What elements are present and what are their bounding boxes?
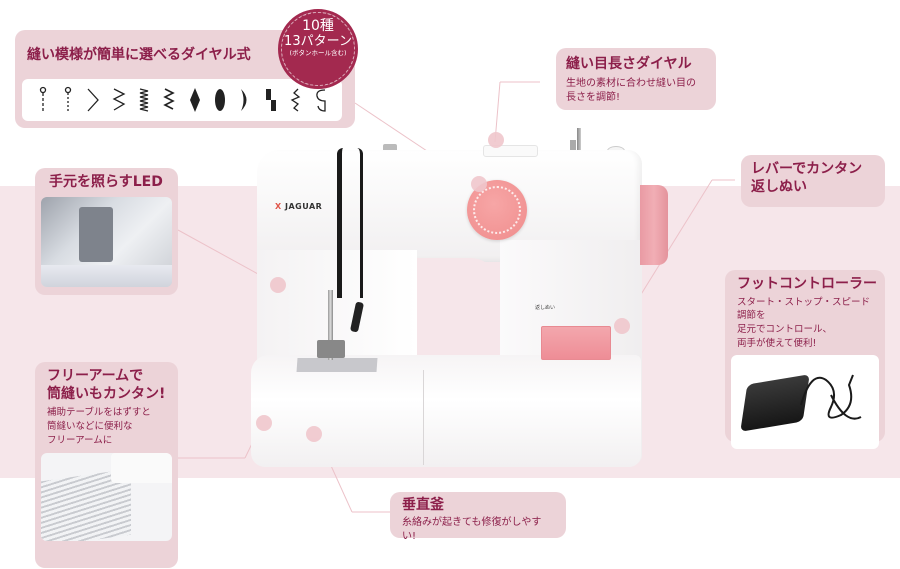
pattern-count-badge: 10種 13パターン (ボタンホール含む) bbox=[278, 9, 358, 89]
foot-controller-photo bbox=[731, 354, 879, 449]
buttonhole-1-icon bbox=[39, 86, 46, 112]
callout-desc: 長さを調節! bbox=[566, 92, 621, 103]
marker-dot-hook bbox=[306, 426, 322, 442]
reverse-lever bbox=[541, 326, 611, 360]
stitch-length-dial bbox=[483, 145, 538, 157]
callout-title: 垂直釜 bbox=[402, 497, 444, 513]
marker-dot-length bbox=[488, 132, 504, 148]
take-up-lever bbox=[337, 148, 363, 298]
callout-vertical-hook: 垂直釜 糸絡みが起きても修復がしやすい! bbox=[390, 492, 566, 542]
bobbin-winder bbox=[570, 140, 576, 154]
callout-title: 縫い模様が簡単に選べるダイヤル式 bbox=[27, 47, 251, 63]
free-arm-photo bbox=[41, 453, 172, 542]
callout-title: 返しぬい bbox=[751, 178, 807, 195]
satin-step-icon bbox=[265, 89, 276, 111]
callout-desc: フリーアームに bbox=[47, 434, 113, 446]
callout-desc: 筒縫いなどに便利な bbox=[47, 420, 133, 432]
callout-title: レバーでカンタン bbox=[751, 161, 863, 177]
spool-pin bbox=[577, 128, 581, 154]
brand-logo: X JAGUAR bbox=[275, 202, 323, 211]
sewing-machine-image: X JAGUAR 返しぬい bbox=[245, 128, 668, 475]
needle-bar bbox=[328, 290, 333, 360]
callout-free-arm: フリーアームで 筒縫いもカンタン! 補助テーブルをはずすと 筒縫いなどに便利な … bbox=[35, 362, 178, 568]
satin-oval-icon bbox=[214, 89, 225, 111]
handwheel bbox=[640, 185, 668, 265]
callout-desc: 生地の素材に合わせ縫い目の bbox=[566, 77, 696, 89]
reverse-label: 返しぬい bbox=[535, 305, 556, 311]
led-photo bbox=[41, 196, 172, 287]
zigzag-wide-icon bbox=[87, 88, 100, 112]
triple-zigzag-icon bbox=[163, 88, 176, 110]
callout-desc: 糸絡みが起きても修復がしやすい! bbox=[402, 516, 542, 543]
callout-desc: 足元でコントロール、 bbox=[737, 324, 833, 336]
ric-rac-icon bbox=[290, 88, 301, 112]
marker-dot-led bbox=[270, 277, 286, 293]
presser-foot bbox=[317, 340, 345, 358]
power-cord-image bbox=[800, 374, 862, 420]
stitch-pattern-list bbox=[22, 79, 342, 121]
callout-led: 手元を照らすLED bbox=[35, 168, 178, 295]
needle-plate bbox=[296, 358, 378, 372]
buttonhole-2-icon bbox=[64, 86, 72, 112]
marker-dot-reverse bbox=[614, 318, 630, 334]
marker-dot-pattern bbox=[471, 176, 487, 192]
satin-diamond-icon bbox=[189, 88, 200, 112]
callout-title: 縫い目長さダイヤル bbox=[566, 56, 692, 72]
accessory-table-split bbox=[423, 370, 424, 465]
satin-zigzag-icon bbox=[139, 88, 149, 112]
callout-title: 筒縫いもカンタン! bbox=[47, 385, 166, 402]
callout-reverse: レバーでカンタン 返しぬい bbox=[741, 155, 885, 207]
callout-title: フットコントローラー bbox=[737, 276, 877, 292]
marker-dot-freearm bbox=[256, 415, 272, 431]
machine-base bbox=[251, 355, 641, 467]
callout-title: フリーアームで bbox=[47, 368, 144, 384]
callout-desc: スタート・ストップ・スピード調節を bbox=[737, 296, 871, 322]
callout-stitch-length: 縫い目長さダイヤル 生地の素材に合わせ縫い目の 長さを調節! bbox=[556, 48, 716, 110]
callout-foot-controller: フットコントローラー スタート・ストップ・スピード調節を 足元でコントロール、 … bbox=[725, 270, 885, 449]
serpentine-icon bbox=[316, 89, 326, 112]
callout-desc: 両手が使えて便利! bbox=[737, 337, 817, 349]
callout-title: 手元を照らすLED bbox=[49, 174, 163, 190]
satin-crescent-icon bbox=[241, 89, 247, 111]
callout-desc: 補助テーブルをはずすと bbox=[47, 407, 151, 418]
zigzag-3-icon bbox=[112, 88, 126, 111]
